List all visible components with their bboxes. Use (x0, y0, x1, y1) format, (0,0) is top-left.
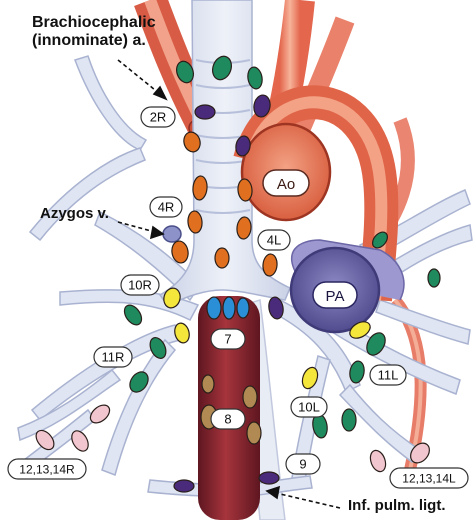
node-orange (187, 210, 203, 234)
station-7-label: 7 (210, 328, 246, 350)
brachiocephalic-callout-line1: Brachiocephalic (32, 14, 156, 31)
node-yellow (174, 322, 190, 344)
station-4R-label: 4R (149, 196, 183, 218)
station-11R-label: 11R (93, 346, 133, 368)
brachiocephalic-leader (117, 59, 161, 95)
azygos-arrowhead (149, 225, 165, 240)
node-tan (246, 421, 262, 445)
azygos-vein (162, 225, 182, 243)
azygos-callout: Azygos v. (40, 205, 109, 222)
node-tan (242, 385, 258, 409)
node-orange (192, 175, 208, 201)
node-purple (258, 471, 280, 485)
station-label-text: 2R (150, 110, 167, 125)
node-orange (171, 240, 189, 264)
node-green (341, 408, 357, 432)
station-labels: 2R 4R 4L 10R 7 11R 11L 8 10L 9 12,13,14R 12,13,14L (7, 106, 469, 489)
node-purple (253, 94, 271, 118)
node-pink (71, 430, 89, 452)
station-label-text: 11R (102, 350, 125, 365)
node-purple (173, 479, 195, 493)
station-label-text: 10L (298, 400, 320, 415)
brachiocephalic-callout: Brachiocephalic (innominate) a. (32, 14, 156, 49)
node-blue (222, 296, 236, 320)
node-green (372, 231, 388, 249)
node-purple (235, 135, 251, 157)
station-label-text: 7 (224, 332, 231, 347)
node-purple (194, 104, 216, 120)
leader-arrows (117, 59, 341, 509)
aorta-label: Ao (277, 176, 295, 193)
station-label-text: 10R (128, 278, 152, 293)
azygos-leader (117, 221, 156, 233)
station-label-text: 12,13,14L (402, 472, 456, 486)
station-label-text: 4L (267, 233, 281, 248)
inf-pulm-ligt-leader (275, 492, 341, 509)
node-green (349, 360, 365, 384)
station-2R-label: 2R (140, 106, 176, 128)
node-orange (236, 216, 252, 240)
node-orange (183, 131, 201, 153)
node-pink (410, 442, 430, 464)
node-blue (206, 296, 222, 320)
node-orange (237, 178, 253, 202)
station-10L-label: 10L (290, 396, 328, 418)
station-8-label: 8 (210, 408, 246, 430)
node-green (211, 55, 233, 81)
node-purple (268, 296, 284, 320)
node-blue (236, 297, 250, 319)
station-label-text: 4R (158, 200, 175, 215)
station-11L-label: 11L (369, 364, 407, 386)
node-green (366, 332, 386, 356)
station-label-text: 9 (299, 457, 306, 472)
station-label-text: 12,13,14R (19, 463, 75, 477)
node-green (149, 337, 167, 359)
node-green (427, 268, 441, 288)
node-orange (214, 247, 230, 269)
node-orange (262, 253, 278, 277)
node-yellow (301, 366, 319, 390)
station-12L-label: 12,13,14L (389, 467, 469, 489)
node-green (247, 66, 263, 90)
node-green (175, 60, 195, 84)
station-label-text: 8 (224, 412, 231, 427)
station-9-label: 9 (285, 453, 321, 475)
vessel-labels: Ao PA (262, 169, 358, 309)
brachiocephalic-callout-line2: (innominate) a. (32, 31, 146, 49)
node-green (129, 371, 149, 393)
brachiocephalic-arrowhead (152, 85, 168, 101)
pulmonary-artery (289, 239, 405, 334)
node-pink (89, 404, 111, 424)
station-4L-label: 4L (257, 229, 291, 251)
station-label-text: 11L (378, 368, 399, 383)
inf-pulm-ligt-callout: Inf. pulm. ligt. (348, 497, 446, 514)
node-green (123, 304, 143, 326)
node-yellow (163, 287, 181, 309)
pulmonary-artery-label: PA (326, 288, 345, 305)
station-10R-label: 10R (120, 274, 160, 296)
station-12R-label: 12,13,14R (7, 458, 87, 480)
node-yellow (349, 321, 371, 339)
lymph-nodes (35, 55, 441, 493)
esophagus (198, 296, 260, 520)
node-pink (369, 449, 387, 473)
inf-pulm-ligt-arrowhead (265, 485, 281, 500)
node-pink (35, 429, 55, 451)
node-tan (201, 374, 215, 394)
